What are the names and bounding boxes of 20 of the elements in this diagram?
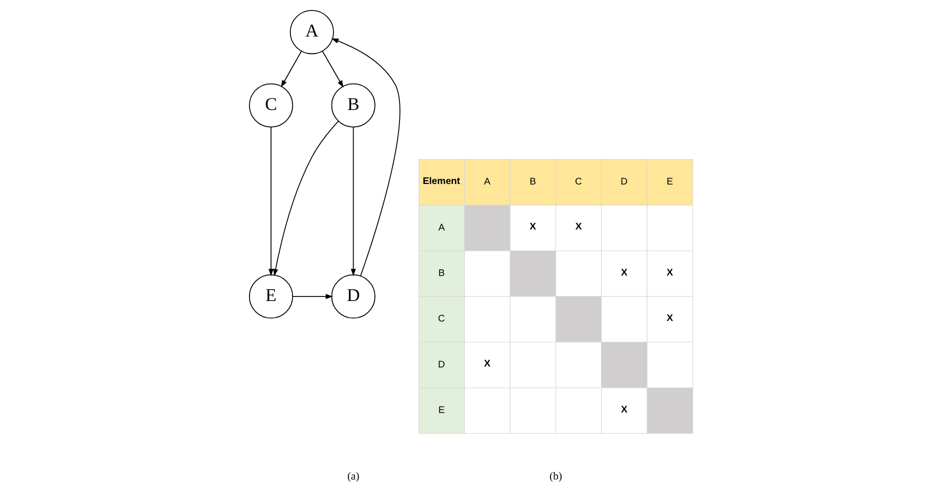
label: B — [438, 268, 444, 279]
label: X — [529, 222, 536, 233]
label: X — [620, 267, 627, 278]
label: D — [438, 359, 445, 370]
label: X — [666, 267, 673, 278]
label: B — [529, 176, 536, 188]
label: C — [574, 176, 582, 188]
label: E — [666, 176, 673, 188]
label: (a) — [346, 470, 359, 482]
label: X — [620, 404, 627, 416]
label: A — [438, 222, 444, 234]
label: C — [438, 314, 445, 325]
label: D — [620, 176, 628, 188]
label: X — [666, 312, 673, 324]
label: (b) — [549, 470, 562, 482]
label: X — [484, 358, 490, 370]
label: E — [438, 404, 444, 416]
label: X — [574, 222, 582, 233]
label: Element — [422, 176, 460, 187]
label: A — [484, 176, 490, 188]
